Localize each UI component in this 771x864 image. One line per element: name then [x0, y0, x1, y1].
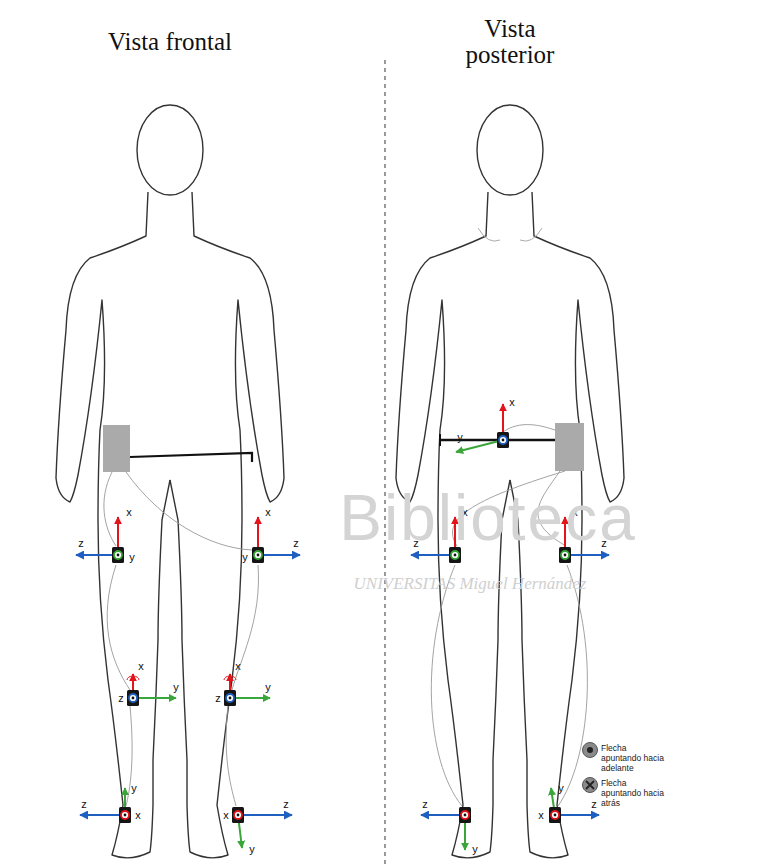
axis-label: z	[78, 538, 84, 549]
axis-arrow	[421, 814, 465, 816]
axis-label: z	[118, 693, 124, 704]
sensor-ring	[254, 551, 262, 559]
sensor-ring	[461, 811, 469, 819]
sensor-body	[549, 807, 561, 823]
imu-sensor	[232, 807, 292, 848]
divider-line	[385, 60, 386, 864]
axis-label: x	[265, 507, 271, 518]
axis-label: y	[173, 682, 179, 693]
axis-label: y	[131, 783, 137, 794]
sensor-ring	[551, 811, 559, 819]
sensor-body	[252, 547, 264, 563]
legend-text: Flecha apuntando hacia atrás	[601, 779, 667, 808]
rotation-arrow	[224, 676, 236, 680]
axis-label: x	[538, 810, 544, 821]
sensor-dot	[257, 554, 260, 557]
shoulder-blades	[478, 228, 542, 241]
sensor-body	[497, 432, 509, 448]
axis-label: y	[265, 682, 271, 693]
sensor-dot	[464, 814, 467, 817]
axis-label: y	[472, 844, 478, 855]
sensor-dot	[229, 697, 232, 700]
axis-label: y	[457, 432, 463, 443]
axis-label: x	[138, 661, 144, 672]
sensor-dot	[237, 814, 240, 817]
legend-symbol	[583, 743, 598, 758]
axis-arrow	[555, 814, 599, 816]
axis-label: x	[235, 661, 241, 672]
axis-arrow	[76, 554, 118, 556]
axis-arrow	[80, 814, 125, 816]
axis-label: z	[591, 799, 597, 810]
sensor-ring	[129, 694, 137, 702]
back-belt	[440, 423, 584, 471]
axis-label: x	[126, 507, 132, 518]
imu-sensor	[76, 517, 124, 563]
sensor-dot	[117, 554, 120, 557]
axis-label: z	[215, 693, 221, 704]
axis-label: y	[129, 552, 135, 563]
sensor-body	[112, 547, 124, 563]
axis-arrow	[258, 554, 300, 556]
axis-label: z	[293, 538, 299, 549]
sensor-ring	[499, 436, 507, 444]
rotation-arrow	[127, 676, 139, 680]
imu-sensor	[127, 674, 176, 706]
sensor-dot	[454, 554, 457, 557]
axis-label: y	[249, 844, 255, 855]
legend-symbol	[583, 778, 598, 793]
imu-sensor	[80, 788, 131, 823]
sensor-wires	[104, 425, 587, 806]
legend-symbols	[583, 743, 598, 793]
imu-sensor	[421, 807, 471, 850]
back-body	[396, 105, 624, 858]
imu-sensor	[456, 404, 509, 452]
imu-sensor	[252, 517, 300, 563]
axis-label: y	[558, 783, 564, 794]
legend-text: Flecha apuntando hacia adelante	[601, 744, 667, 773]
axis-label: x	[509, 397, 515, 408]
sensor-body	[224, 690, 236, 706]
sensors	[76, 404, 609, 850]
sensor-body	[459, 807, 471, 823]
watermark: Biblioteca	[339, 481, 637, 555]
imu-sensor	[224, 674, 270, 706]
sensor-dot	[564, 554, 567, 557]
sensor-dot	[132, 697, 135, 700]
sensor-ring	[234, 811, 242, 819]
axis-label: z	[283, 799, 289, 810]
axis-arrow	[565, 554, 609, 556]
axis-arrow	[133, 697, 176, 699]
watermark: UNIVERSITAS Miguel Hernández	[354, 574, 587, 594]
legend-symbol	[587, 747, 593, 753]
axis-arrow	[456, 440, 503, 452]
axis-arrow	[411, 554, 455, 556]
sensor-body	[232, 807, 244, 823]
sensor-ring	[226, 694, 234, 702]
legend-symbol	[586, 781, 594, 789]
axis-label: y	[242, 552, 248, 563]
axis-arrow	[238, 814, 292, 816]
front-body	[56, 105, 284, 858]
sensor-body	[119, 807, 131, 823]
view-title: Vista posterior	[445, 16, 575, 69]
axis-label: x	[223, 810, 229, 821]
sensor-ring	[114, 551, 122, 559]
sensor-dot	[124, 814, 127, 817]
sensor-dot	[554, 814, 557, 817]
front-belt	[103, 425, 252, 472]
sensor-ring	[121, 811, 129, 819]
axis-label: z	[81, 799, 87, 810]
view-title: Vista frontal	[105, 29, 235, 55]
imu-sensor	[549, 788, 599, 823]
sensor-body	[127, 690, 139, 706]
axis-label: x	[135, 810, 141, 821]
axis-label: z	[422, 799, 428, 810]
sensor-dot	[502, 439, 505, 442]
